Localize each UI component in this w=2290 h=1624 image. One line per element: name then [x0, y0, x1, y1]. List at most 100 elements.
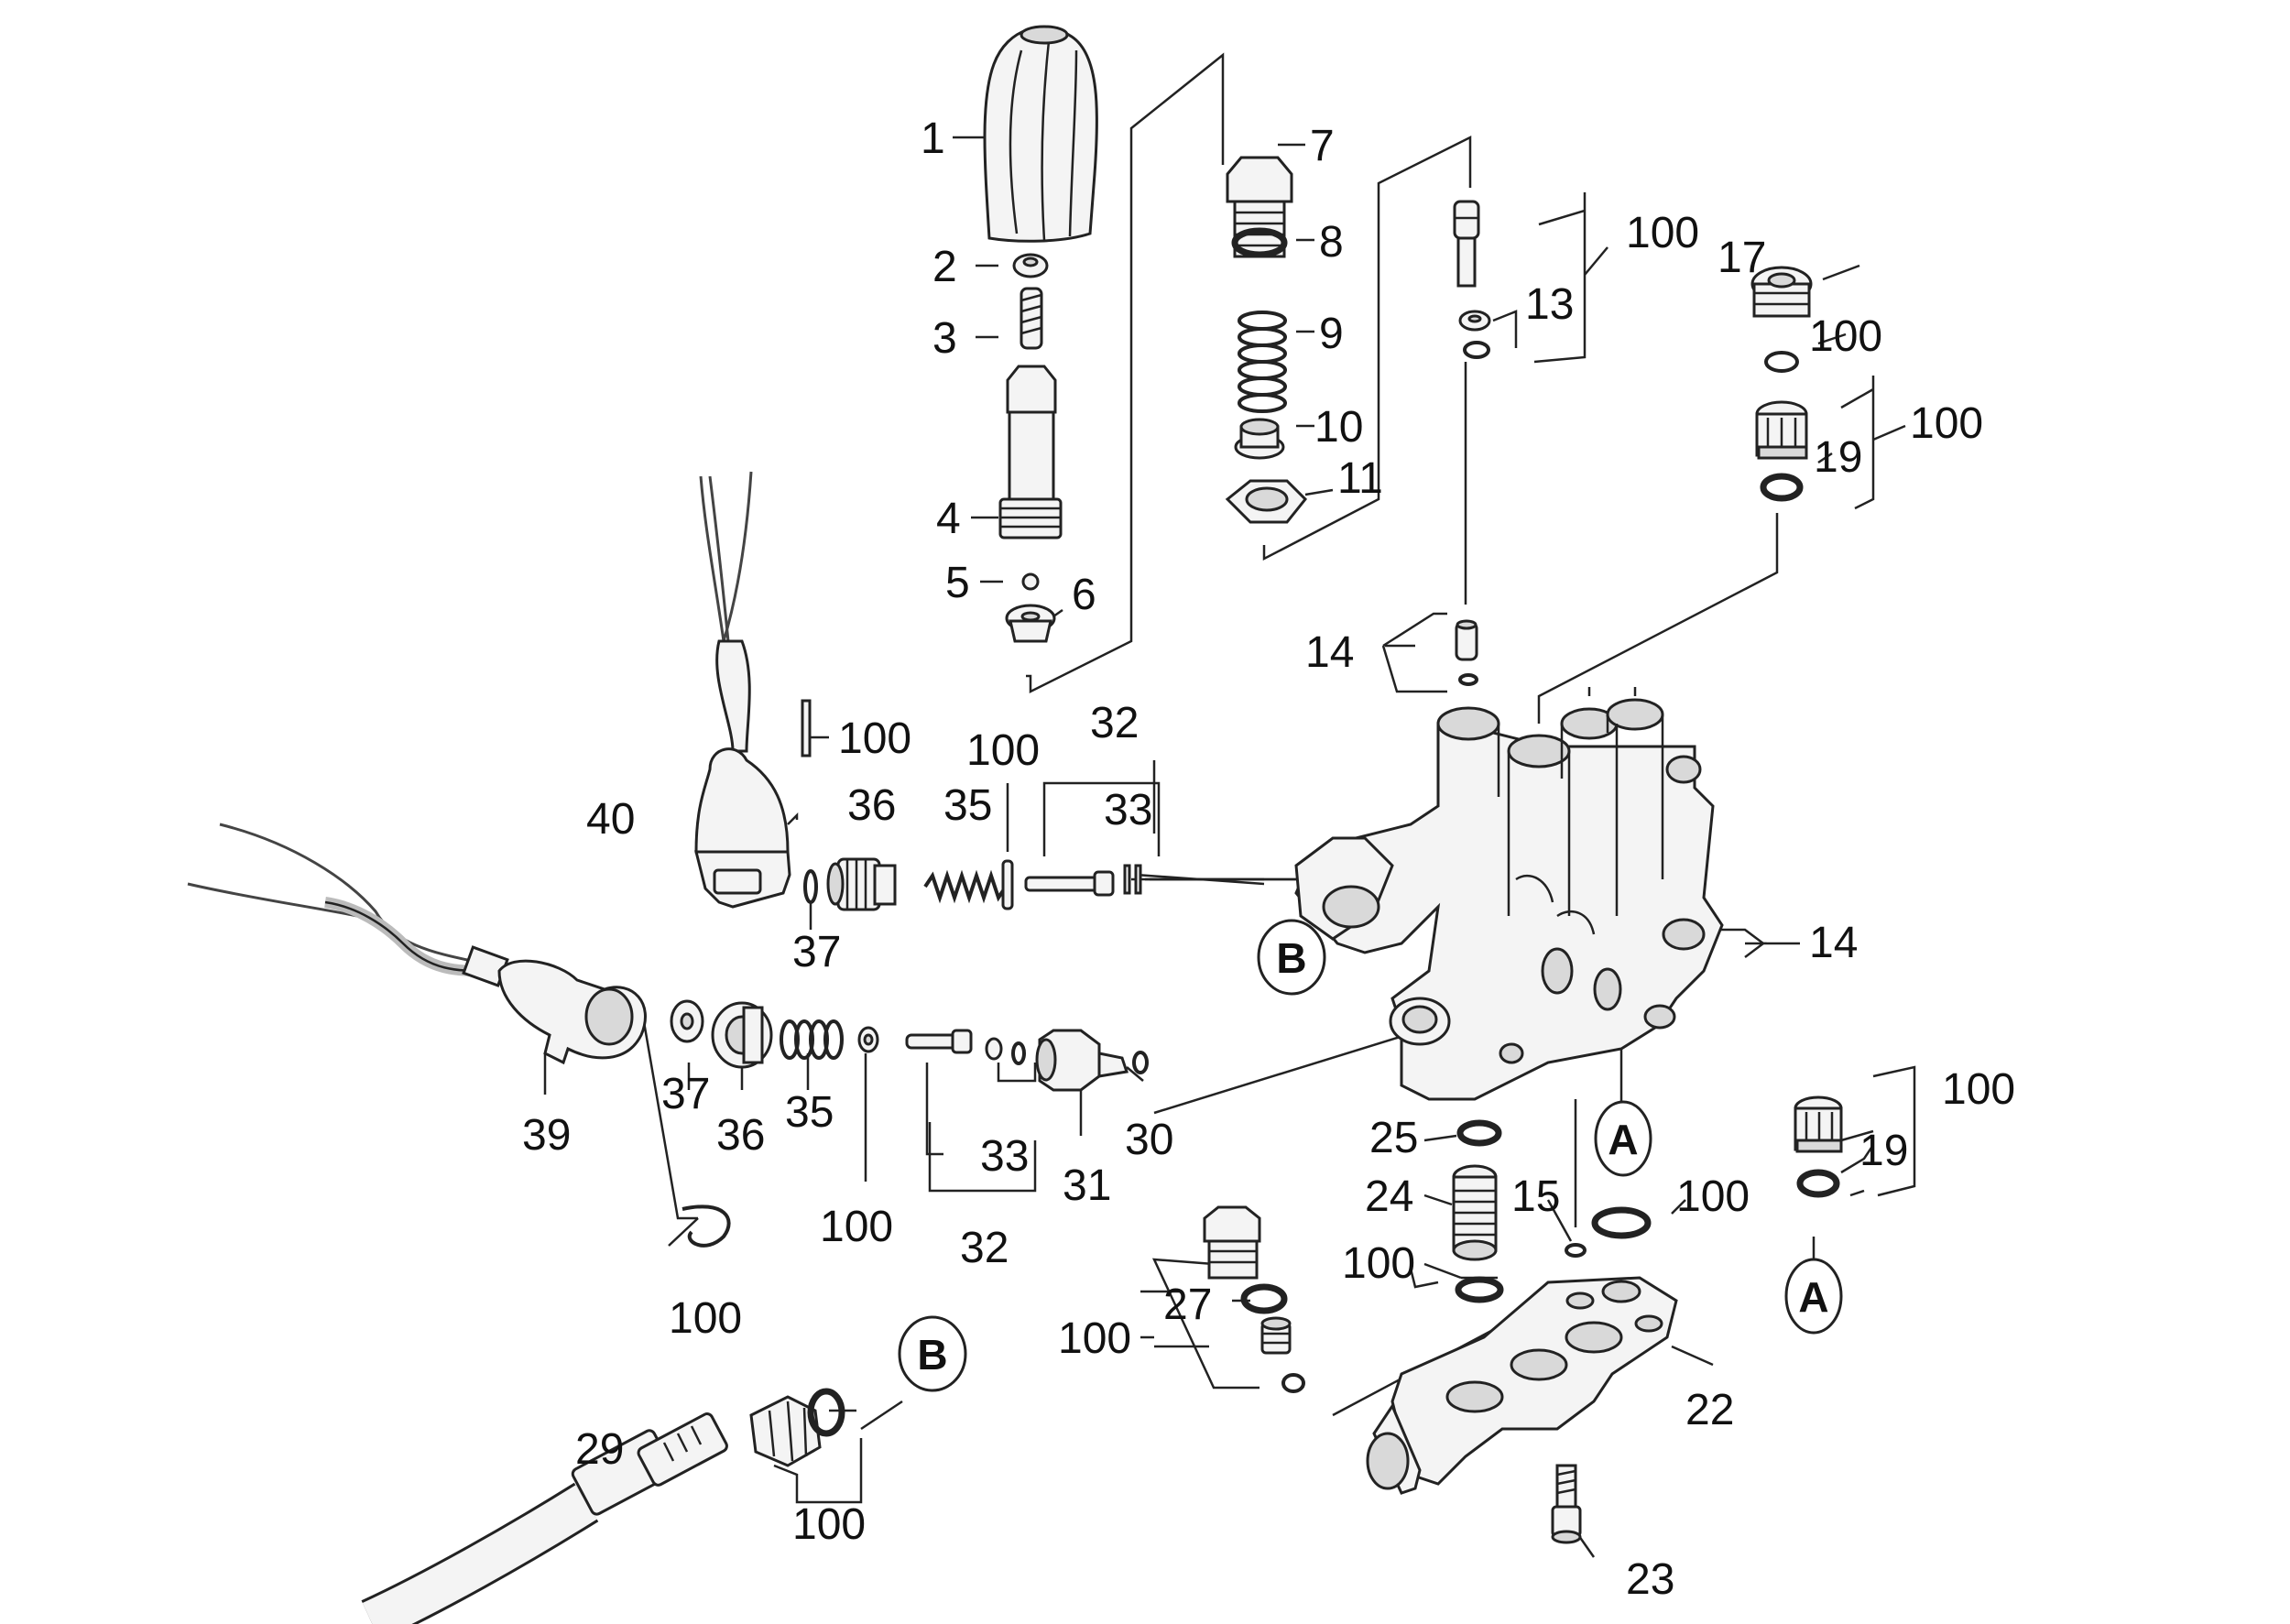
label-3: 3 [932, 314, 957, 363]
part-14-plunger [1455, 619, 1478, 686]
part-100-clip [682, 1204, 731, 1248]
label-37-upper: 37 [792, 928, 841, 976]
label-9: 9 [1319, 310, 1344, 358]
part-o-ring-17 [1764, 351, 1799, 373]
part-24-valve-insert [1452, 1164, 1498, 1261]
label-15: 15 [1511, 1172, 1560, 1221]
label-1: 1 [921, 114, 945, 163]
label-8: 8 [1319, 218, 1344, 267]
part-27-o-ring [1240, 1283, 1288, 1314]
label-100-f: 100 [820, 1203, 893, 1251]
part-19-valve-upper [1755, 400, 1808, 460]
label-33-upper: 33 [1104, 786, 1152, 834]
part-25-o-ring [1456, 1119, 1502, 1147]
part-33-seal-b [1134, 864, 1142, 895]
label-11: 11 [1337, 454, 1383, 503]
label-23: 23 [1626, 1555, 1674, 1604]
label-100-l: 100 [792, 1500, 866, 1549]
part-33-seal-lower-a [985, 1037, 1003, 1061]
part-35-spring-upper [923, 869, 1008, 904]
part-19-valve-lower [1794, 1095, 1843, 1153]
label-17: 17 [1718, 234, 1766, 282]
label-6: 6 [1072, 571, 1096, 619]
part-4-piston-housing [998, 365, 1063, 540]
part-31-fitting [1035, 1029, 1129, 1092]
label-13: 13 [1525, 280, 1574, 329]
part-40-pressure-switch [694, 471, 791, 909]
ref-marker-b-upper: B [1257, 919, 1326, 996]
label-25: 25 [1369, 1114, 1418, 1162]
label-36-upper: 36 [847, 781, 896, 830]
label-19-lower: 19 [1859, 1127, 1908, 1175]
label-32-lower: 32 [960, 1224, 1009, 1272]
label-100-g: 100 [669, 1294, 742, 1343]
part-37-washer-lower [670, 999, 704, 1043]
part-6-seat [1005, 604, 1056, 643]
part-36-fitting-upper [826, 857, 897, 911]
part-23-screw [1551, 1464, 1582, 1544]
label-7: 7 [1310, 122, 1335, 170]
label-100-c: 100 [1910, 399, 1983, 448]
part-5-ball [1021, 572, 1040, 591]
part-100-hose-nut [749, 1395, 822, 1467]
label-31: 31 [1063, 1161, 1111, 1210]
part-33-seal-a [1123, 864, 1131, 895]
part-o-ring-small [1463, 341, 1490, 359]
part-pin-40 [801, 699, 812, 758]
label-32-upper: 32 [1090, 699, 1139, 747]
label-36-lower: 36 [716, 1111, 765, 1160]
ref-marker-a-center: A [1594, 1100, 1652, 1177]
part-small-plug [1260, 1316, 1292, 1355]
part-o-ring-19 [1760, 473, 1804, 502]
part-35-spring-lower [780, 1019, 844, 1060]
part-30-o-ring [1132, 1051, 1149, 1074]
part-33-seal-lower-b [1011, 1041, 1026, 1065]
leader-lines [543, 52, 1916, 1558]
part-o-ring-plug [1281, 1373, 1305, 1393]
part-fitting-plug [1203, 1205, 1261, 1280]
label-100-i: 100 [1342, 1239, 1415, 1288]
part-2-nut [1012, 253, 1049, 278]
label-30: 30 [1125, 1116, 1173, 1164]
ref-marker-a-right: A [1784, 1258, 1843, 1335]
label-35-upper: 35 [943, 781, 992, 830]
label-29: 29 [575, 1425, 624, 1474]
part-100-washer-lower [857, 1026, 879, 1053]
label-10: 10 [1314, 403, 1363, 452]
label-22: 22 [1685, 1386, 1734, 1434]
label-4: 4 [936, 495, 961, 543]
label-33-lower: 33 [980, 1132, 1029, 1181]
part-29-hose [361, 1412, 728, 1624]
part-36-fitting-lower [711, 1001, 773, 1069]
label-19-upper: 19 [1814, 433, 1862, 482]
svg-text:B: B [1276, 934, 1306, 982]
part-17-plug [1750, 266, 1813, 318]
label-100-j: 100 [1058, 1314, 1131, 1363]
part-32-piston-lower [905, 1029, 973, 1054]
svg-text:A: A [1608, 1116, 1638, 1163]
part-3-threaded-rod [1020, 287, 1043, 350]
label-39: 39 [522, 1111, 571, 1160]
label-40: 40 [586, 795, 635, 844]
ref-marker-b-lower: B [898, 1315, 967, 1392]
part-o-ring-24 [1455, 1276, 1504, 1303]
label-14-right: 14 [1809, 919, 1858, 967]
part-7-bushing [1226, 156, 1293, 258]
part-100-pin-upper [1001, 859, 1014, 910]
part-39-connector [187, 823, 647, 1065]
label-27: 27 [1163, 1281, 1212, 1329]
part-37-washer-upper [803, 869, 818, 904]
part-labels: 1 2 3 4 5 6 7 8 9 10 11 100 13 14 17 100… [522, 114, 2015, 1604]
part-9-spring [1238, 311, 1287, 413]
part-10-spring-seat [1234, 418, 1285, 460]
svg-text:B: B [917, 1331, 947, 1379]
part-valve-pin [1453, 200, 1480, 288]
label-5: 5 [945, 559, 970, 607]
label-100-h: 100 [1676, 1172, 1750, 1221]
label-100-e: 100 [966, 726, 1040, 775]
part-13-washer [1458, 310, 1491, 332]
label-14-upper: 14 [1305, 628, 1354, 677]
label-37-lower: 37 [661, 1070, 710, 1118]
